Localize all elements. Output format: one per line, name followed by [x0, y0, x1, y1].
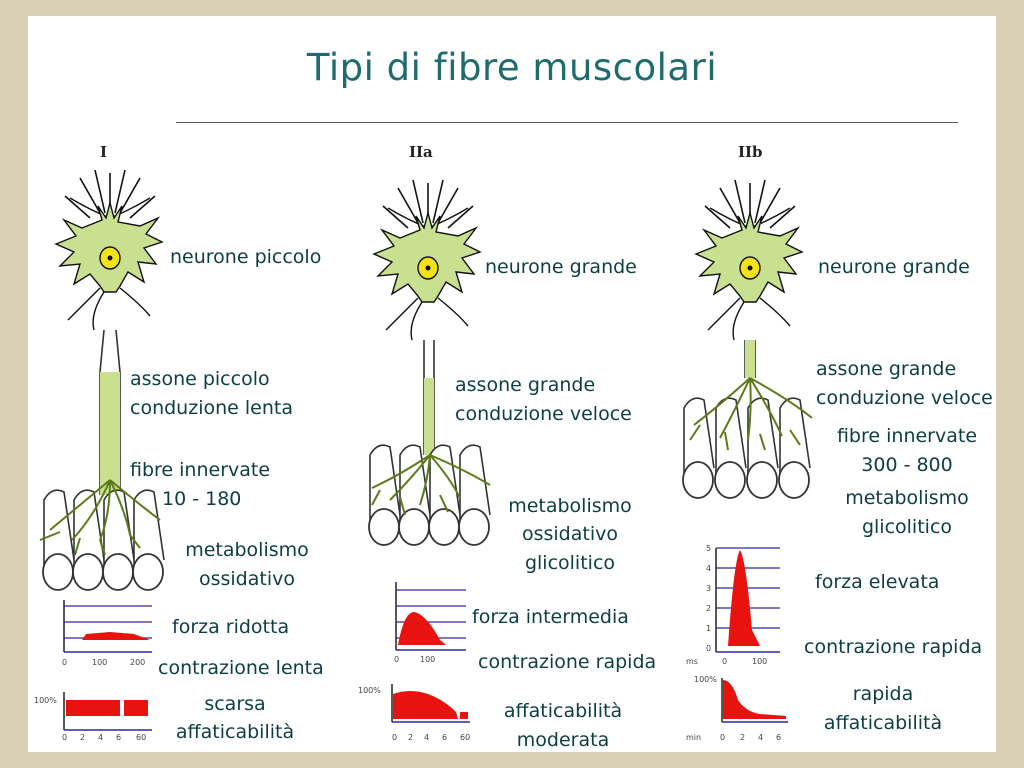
force-graph-iia: 0 100: [394, 582, 466, 664]
fatigue-graph-iib: 100% min 0 2 4 6: [686, 675, 788, 742]
fatigue-label-i-2: affaticabilità: [175, 721, 295, 743]
force-ytick-iib-2: 3: [706, 584, 711, 593]
axon-speed-label-iia: conduzione veloce: [455, 403, 632, 425]
force-tick-iib-1: 100: [752, 657, 767, 666]
force-tick-iia-0: 0: [394, 655, 399, 664]
force-tick-i-2: 200: [130, 658, 145, 667]
metabolism-type-iib: glicolitico: [861, 516, 953, 538]
fatigue-tick-iia-0: 0: [392, 733, 397, 742]
force-tick-i-1: 100: [92, 658, 107, 667]
fatigue-label-graph-i: 100%: [34, 696, 57, 705]
force-ytick-iib-5: 0: [706, 644, 711, 653]
muscle-fibers-iia: [368, 444, 491, 546]
neuron-icon-iib: [695, 179, 803, 341]
muscle-fibers-iib: [682, 377, 813, 499]
slide-title: Tipi di fibre muscolari: [306, 46, 718, 89]
force-label-i: forza ridotta: [172, 616, 290, 638]
metabolism-label-i: metabolismo: [185, 539, 309, 561]
fatigue-label-iib-2: affaticabilità: [823, 712, 943, 734]
metabolism-type-iia-1: ossidativo: [521, 523, 618, 545]
axon-speed-label-i: conduzione lenta: [130, 397, 293, 419]
slide: [28, 16, 996, 752]
contraction-label-i: contrazione lenta: [158, 657, 324, 679]
force-tick-iia-1: 100: [420, 655, 435, 664]
fatigue-tick-iia-2: 4: [424, 733, 429, 742]
fatigue-tick-iib-0: 0: [720, 733, 725, 742]
fatigue-tick-iia-1: 2: [408, 733, 413, 742]
type-label-iia: IIa: [409, 143, 433, 161]
fibers-count-iib: 300 - 800: [861, 454, 953, 476]
fatigue-tick-i-3: 6: [116, 733, 121, 742]
force-label-iia: forza intermedia: [472, 606, 629, 628]
metabolism-label-iia: metabolismo: [508, 495, 632, 517]
fatigue-tick-iia-3: 6: [442, 733, 447, 742]
fatigue-tick-iia-4: 60: [460, 733, 470, 742]
fatigue-tick-i-4: 60: [136, 733, 146, 742]
axon-size-label-iib: assone grande: [816, 358, 957, 380]
force-graph-iib: 5 4 3 2 1 0 ms 0 100: [686, 544, 780, 666]
type-label-iib: IIb: [738, 143, 763, 161]
force-ytick-iib-1: 4: [706, 564, 711, 573]
axon-iia: [423, 340, 435, 455]
force-graph-i: 0 100 200: [62, 600, 152, 667]
fatigue-label-iib-1: rapida: [852, 683, 914, 705]
neuron-label-i: neurone piccolo: [170, 246, 322, 268]
fatigue-tick-i-1: 2: [80, 733, 85, 742]
type-label-i: I: [100, 143, 108, 161]
force-ytick-iib-3: 2: [706, 604, 711, 613]
title-rule: [176, 122, 958, 123]
fatigue-label-iia-1: affaticabilità: [503, 700, 623, 722]
axon-size-label-i: assone piccolo: [130, 368, 270, 390]
fatigue-tick-iib-3: 6: [776, 733, 781, 742]
fatigue-label-graph-iia: 100%: [358, 686, 381, 695]
neuron-icon-i: [55, 169, 163, 331]
force-ytick-iib-4: 1: [706, 624, 711, 633]
fibers-count-i: 10 - 180: [162, 488, 242, 510]
metabolism-label-iib: metabolismo: [845, 487, 969, 509]
force-tick-iib-0: 0: [722, 657, 727, 666]
contraction-label-iib: contrazione rapida: [804, 636, 983, 658]
neuron-label-iib: neurone grande: [818, 256, 970, 278]
axon-size-label-iia: assone grande: [455, 374, 596, 396]
fibers-label-iib: fibre innervate: [836, 425, 978, 447]
fatigue-tick-iib-1: 2: [740, 733, 745, 742]
axon-speed-label-iib: conduzione veloce: [816, 387, 993, 409]
fatigue-graph-iia: 100% 0 2 4 6 60: [358, 684, 470, 742]
force-label-iib: forza elevata: [815, 571, 940, 593]
contraction-label-iia: contrazione rapida: [478, 651, 657, 673]
fatigue-tick-i-2: 4: [98, 733, 103, 742]
metabolism-type-iia-2: glicolitico: [524, 552, 616, 574]
fatigue-label-graph-iib: 100%: [694, 675, 717, 684]
fatigue-graph-i: 100% 0 2 4 6 60: [34, 692, 152, 742]
neuron-label-iia: neurone grande: [485, 256, 637, 278]
fatigue-tick-i-0: 0: [62, 733, 67, 742]
metabolism-type-i: ossidativo: [198, 568, 295, 590]
fatigue-label-iia-2: moderata: [516, 729, 610, 751]
axon-i: [99, 329, 121, 495]
fatigue-label-i-1: scarsa: [204, 693, 266, 715]
fibers-label-i: fibre innervate: [130, 459, 271, 481]
force-tick-i-0: 0: [62, 658, 67, 667]
fatigue-unit-iib: min: [686, 733, 701, 742]
muscle-fibers-i: [39, 479, 165, 591]
neuron-icon-iia: [373, 179, 481, 341]
force-ytick-iib-0: 5: [706, 544, 711, 553]
fatigue-tick-iib-2: 4: [758, 733, 763, 742]
force-unit-iib: ms: [686, 657, 698, 666]
